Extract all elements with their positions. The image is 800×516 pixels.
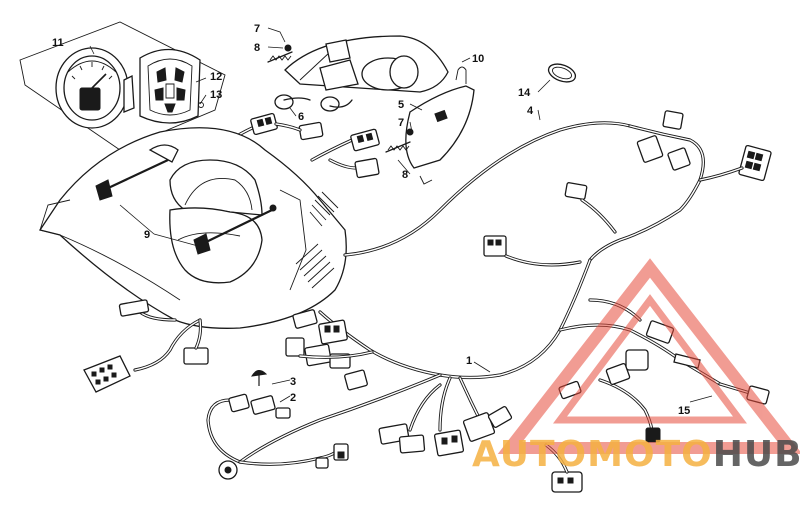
callout-7-lower: 7 [398, 117, 404, 129]
bulb-sockets [274, 94, 353, 112]
callout-7-upper: 7 [254, 23, 260, 35]
connector-harness-a [636, 135, 664, 163]
headlight-bulb-right [361, 55, 419, 91]
callout-8-lower: 8 [402, 169, 408, 181]
connector-multipin-top [698, 144, 772, 182]
speedometer-gauge [55, 47, 135, 129]
hood-console [38, 127, 347, 329]
mounting-bolt-upper [95, 144, 179, 201]
spring-upper [267, 44, 293, 63]
callout-1: 1 [466, 355, 472, 367]
callout-5: 5 [398, 99, 404, 111]
grill-vents [295, 191, 339, 289]
callout-labels: 1 2 3 4 5 6 7 7 8 8 9 10 11 12 13 14 15 [52, 23, 690, 417]
callout-13: 13 [210, 89, 222, 101]
callout-14: 14 [518, 87, 531, 99]
watermark: AUTOMOTOHUB [472, 258, 800, 475]
headlight-bulb-left [319, 39, 359, 91]
harness-lower-run [83, 258, 592, 480]
callout-8-upper: 8 [254, 42, 260, 54]
callout-3: 3 [290, 376, 296, 388]
callout-11: 11 [52, 37, 64, 49]
headlight-lens [405, 85, 475, 169]
callout-6: 6 [298, 111, 304, 123]
connector-left-bundle [83, 299, 209, 393]
harness-upper-run [343, 110, 772, 267]
watermark-text-part2: HUB [713, 434, 800, 475]
callout-4: 4 [527, 105, 534, 117]
gauge-bezel [139, 48, 201, 124]
sensor-switch [206, 398, 349, 480]
mounting-bolt-lower [193, 204, 277, 255]
headlight-connectors [228, 112, 380, 179]
leader-lines [89, 27, 713, 403]
callout-2: 2 [290, 392, 296, 404]
warning-triangle-logo [497, 258, 800, 454]
callout-10: 10 [472, 53, 484, 65]
watermark-text-part1: AUTOMOTO [472, 434, 713, 475]
callout-12: 12 [210, 71, 222, 83]
connector-cluster-a [285, 309, 374, 391]
watermark-text: AUTOMOTOHUB [472, 434, 800, 475]
connector-cluster-b [378, 406, 513, 457]
cable-tie-ring [547, 63, 577, 83]
headlight-assembly [228, 35, 475, 185]
connector-4pin-mid [483, 235, 582, 267]
instrument-cluster-group [19, 21, 226, 151]
fuse-holder [228, 370, 291, 419]
callout-15: 15 [678, 405, 690, 417]
callout-9: 9 [144, 229, 150, 241]
